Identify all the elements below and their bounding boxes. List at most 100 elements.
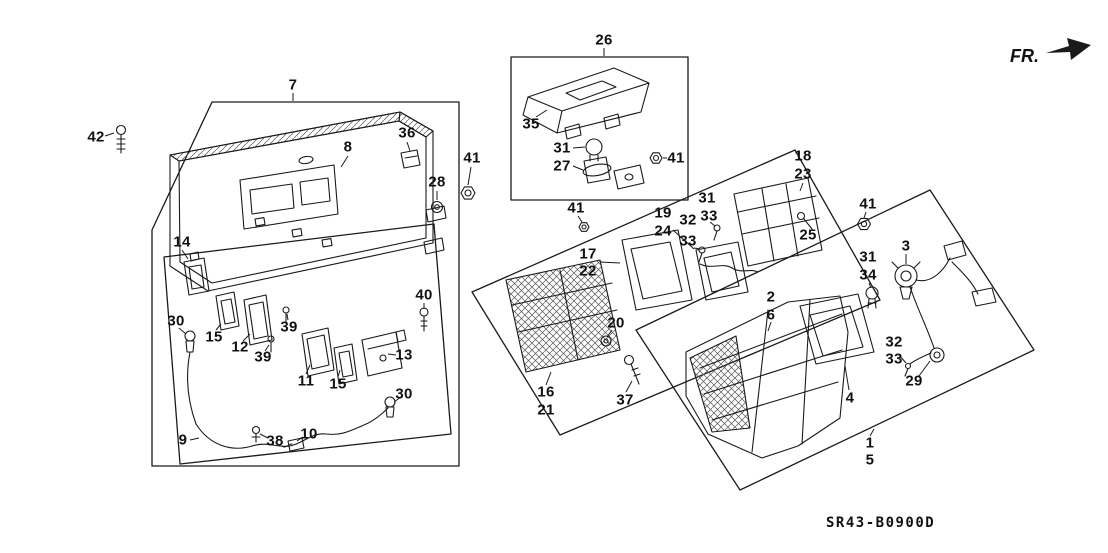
nut-41-3 (578, 222, 590, 232)
clip-31-33 (713, 224, 721, 241)
part-label-33-19: 33 (679, 232, 697, 250)
part-label-7-1: 7 (288, 76, 298, 94)
wire-harness-9 (187, 351, 389, 449)
part-label-10-50: 10 (300, 425, 318, 443)
part-label-13-39: 13 (395, 346, 413, 364)
part-label-15-41: 15 (329, 375, 347, 393)
part-label-31-26: 31 (859, 248, 877, 266)
grouping-boxes (151, 56, 1035, 491)
diagram-code: SR43-B0900D (826, 515, 936, 531)
taillight-lens-16-21 (505, 259, 621, 373)
part-label-20-32: 20 (607, 314, 625, 332)
part-label-27-9: 27 (553, 157, 571, 175)
clip-32-33 (698, 246, 706, 263)
part-label-33-37: 33 (885, 350, 903, 368)
fr-text: FR. (1010, 46, 1039, 66)
part-label-3-25: 3 (901, 237, 911, 255)
connector-10 (287, 437, 305, 452)
lens-15-left (215, 291, 240, 331)
screw-25 (796, 211, 813, 230)
part-label-38-49: 38 (266, 432, 284, 450)
part-label-2-29: 2 (766, 288, 776, 306)
part-label-41-13: 41 (567, 199, 585, 217)
part-label-41-21: 41 (859, 195, 877, 213)
leader-lines (104, 48, 931, 442)
bulb-30-right (384, 396, 396, 418)
tailgate-panel-7-8 (169, 111, 447, 292)
screw-39-bottom (267, 335, 275, 353)
part-label-18-11: 18 (794, 147, 812, 165)
outer-parts-box (151, 101, 460, 467)
part-label-42-0: 42 (87, 128, 105, 146)
part-label-21-46: 21 (537, 401, 555, 419)
nut-41-1 (460, 186, 476, 200)
bulb-31-34 (865, 286, 879, 309)
stop-lamp-box (510, 56, 689, 201)
part-label-39-38: 39 (254, 348, 272, 366)
part-label-25-20: 25 (799, 226, 817, 244)
housing-12 (243, 294, 273, 346)
bracket-13 (361, 329, 407, 377)
part-label-26-6: 26 (595, 31, 613, 49)
part-label-1-51: 1 (865, 434, 875, 452)
part-label-41-4: 41 (463, 149, 481, 167)
part-label-14-22: 14 (173, 233, 191, 251)
part-label-23-12: 23 (794, 165, 812, 183)
taillight-assembly-box (635, 189, 1035, 491)
part-label-28-5: 28 (428, 173, 446, 191)
cord-wire (699, 263, 759, 273)
part-label-17-23: 17 (579, 245, 597, 263)
fr-arrow-icon (1046, 38, 1091, 60)
housing-11 (301, 327, 335, 377)
part-label-36-3: 36 (398, 124, 416, 142)
part-label-4-43: 4 (845, 389, 855, 407)
part-label-15-33: 15 (205, 328, 223, 346)
part-label-35-7: 35 (522, 115, 540, 133)
clip-32-33-right (904, 362, 912, 377)
seal-19-24 (695, 241, 749, 301)
part-label-16-45: 16 (537, 383, 555, 401)
clip-38 (251, 425, 261, 443)
part-label-32-18: 32 (679, 211, 697, 229)
part-label-31-16: 31 (698, 189, 716, 207)
part-label-33-17: 33 (700, 207, 718, 225)
bracket-18-23 (733, 177, 823, 267)
bolt-42 (115, 124, 127, 154)
part-label-12-35: 12 (231, 338, 249, 356)
screw-40 (419, 307, 429, 332)
stop-lamp-35 (522, 67, 650, 140)
license-lamp-housing-14 (183, 251, 210, 296)
license-lamp-box (163, 223, 452, 465)
clip-36 (400, 149, 421, 169)
part-label-39-34: 39 (280, 318, 298, 336)
part-label-19-14: 19 (654, 204, 672, 222)
screw-37 (623, 354, 641, 385)
nut-41-2 (649, 152, 663, 164)
bulb-socket-3 (891, 261, 921, 300)
gasket-17-22 (621, 229, 693, 311)
part-label-8-2: 8 (343, 138, 353, 156)
gasket-4 (799, 293, 875, 365)
part-label-9-48: 9 (178, 431, 188, 449)
wire-harness-29 (909, 240, 997, 365)
fr-direction-label: FR. (1010, 46, 1039, 67)
part-label-31-8: 31 (553, 139, 571, 157)
part-label-30-31: 30 (167, 312, 185, 330)
bulb-socket-27-31 (582, 138, 645, 190)
part-label-24-15: 24 (654, 222, 672, 240)
lens-15-right (333, 343, 358, 385)
part-label-6-30: 6 (766, 306, 776, 324)
part-label-30-44: 30 (395, 385, 413, 403)
lens-parts-box (471, 149, 881, 436)
part-label-29-42: 29 (905, 372, 923, 390)
nut-41-4 (856, 217, 872, 231)
part-label-22-24: 22 (579, 262, 597, 280)
part-label-41-10: 41 (667, 149, 685, 167)
part-label-32-36: 32 (885, 333, 903, 351)
part-label-11-40: 11 (297, 372, 315, 390)
grommet-28 (430, 200, 444, 214)
part-label-5-52: 5 (865, 451, 875, 469)
part-label-40-28: 40 (415, 286, 433, 304)
